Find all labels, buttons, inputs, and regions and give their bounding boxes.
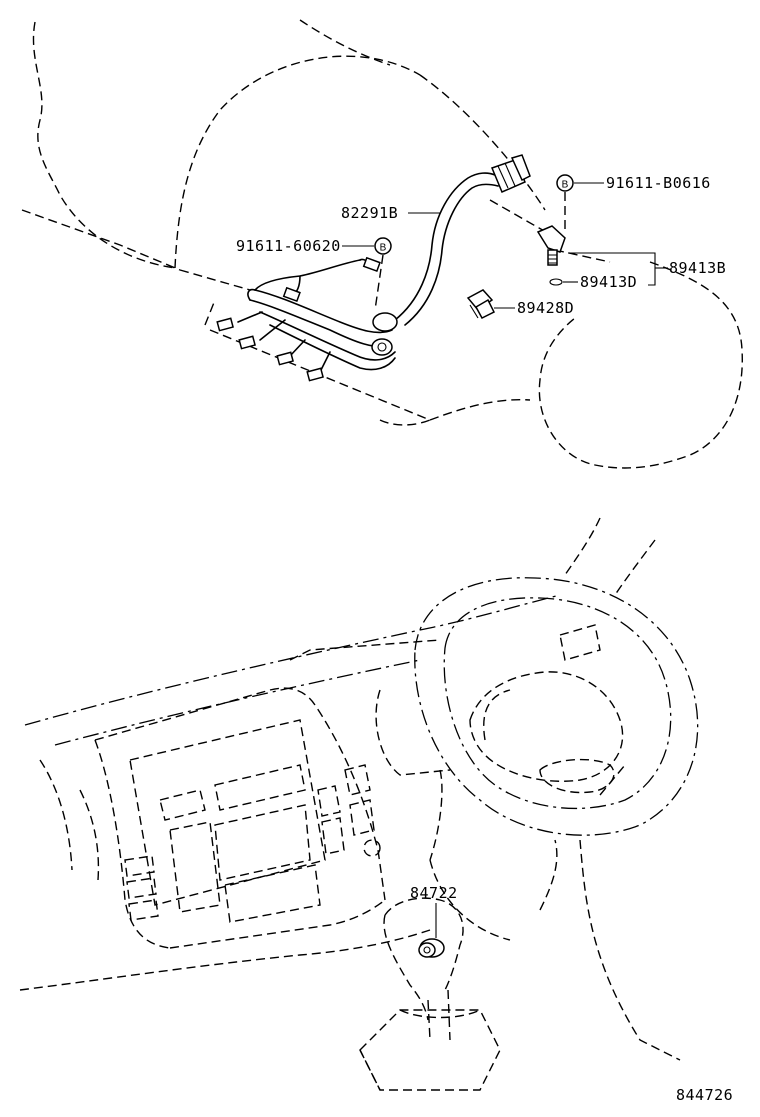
- dashboard-phantom-outline: [19, 517, 681, 1061]
- bolt-91611-60620: B: [342, 237, 392, 311]
- sensor-84722: [418, 903, 445, 958]
- harness-junction-sensor: [371, 312, 398, 356]
- branch-connectors: [216, 256, 381, 382]
- wire-harness-82291b: [216, 154, 531, 382]
- label-89428d: 89428D: [517, 299, 575, 317]
- speed-sensor-89413b: [536, 225, 668, 286]
- label-84722: 84722: [410, 884, 458, 902]
- label-91611-b0616: 91611-B0616: [606, 174, 711, 192]
- bolt-91611-b0616: B: [556, 174, 604, 232]
- o-ring-89413d: [549, 278, 563, 286]
- steering-wheel-outline: [414, 577, 699, 836]
- switch-89428d: [466, 289, 515, 319]
- label-89413d: 89413D: [580, 273, 638, 291]
- harness-connector: [491, 154, 531, 193]
- figure-number: 844726: [676, 1086, 734, 1104]
- label-89413b: 89413B: [669, 259, 727, 277]
- label-82291b: 82291B: [341, 204, 399, 222]
- shift-lever: [359, 897, 501, 1091]
- label-91611-60620: 91611-60620: [236, 237, 341, 255]
- bolt-mark-60620: B: [380, 243, 387, 254]
- engine-phantom-outline: [21, 19, 546, 291]
- bolt-mark-b0616: B: [562, 180, 569, 191]
